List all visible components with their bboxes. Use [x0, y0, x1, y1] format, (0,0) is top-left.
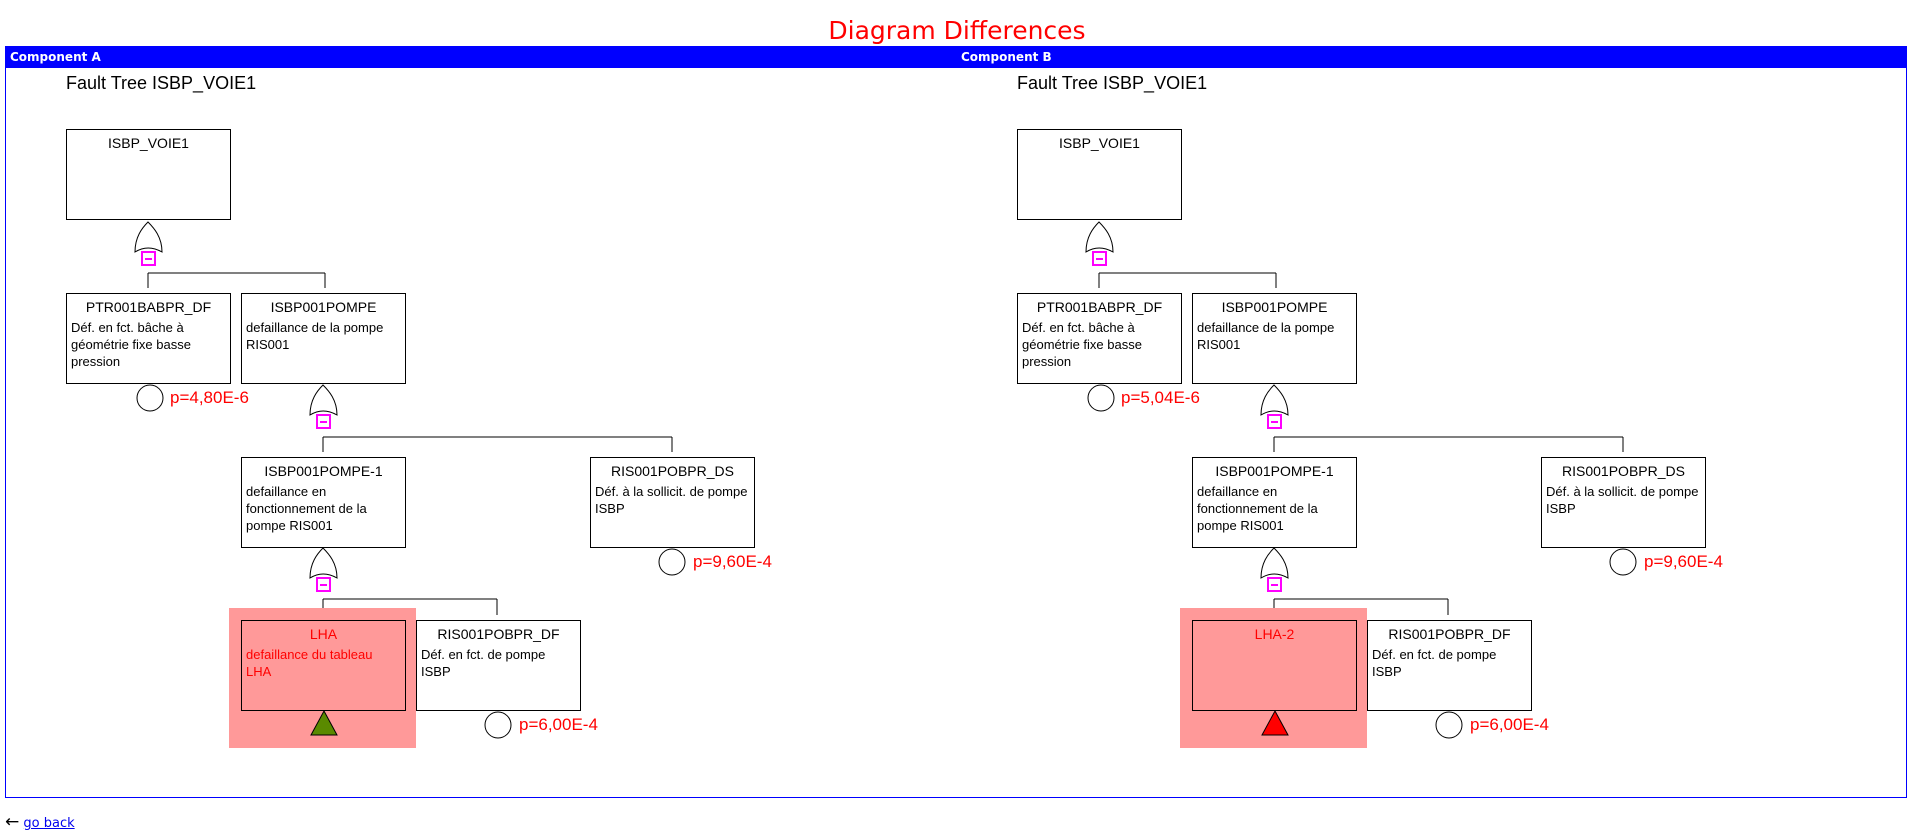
fault-tree-node-ris001pobpr-df[interactable]: RIS001POBPR_DF Déf. en fct. de pompe ISB…	[1367, 620, 1532, 711]
node-name: RIS001POBPR_DS	[1562, 463, 1685, 479]
fault-tree-node-ris001pobpr-ds[interactable]: RIS001POBPR_DS Déf. à la sollicit. de po…	[1541, 457, 1706, 548]
or-gate-icon	[309, 384, 338, 429]
or-gate-icon	[309, 547, 338, 592]
fault-tree-node-isbp001pompe-1[interactable]: ISBP001POMPE-1 defaillance en fonctionne…	[241, 457, 406, 548]
node-name: RIS001POBPR_DF	[437, 626, 560, 642]
basic-event-circle-icon	[1609, 548, 1637, 576]
node-description: Déf. en fct. bâche à géométrie fixe bass…	[1022, 320, 1142, 369]
node-name: PTR001BABPR_DF	[1036, 299, 1163, 315]
basic-event-circle-icon	[1435, 711, 1463, 739]
node-name: ISBP_VOIE1	[108, 135, 189, 151]
node-description: defaillance du tableau LHA	[246, 647, 373, 679]
basic-event-circle-icon	[1087, 384, 1115, 412]
probability-label: p=6,00E-4	[1470, 715, 1549, 734]
basic-event-circle-icon	[658, 548, 686, 576]
node-description: Déf. en fct. bâche à géométrie fixe bass…	[71, 320, 191, 369]
transfer-triangle-icon	[1261, 709, 1289, 736]
fault-tree-node-isbp001pompe[interactable]: ISBP001POMPE defaillance de la pompe RIS…	[241, 293, 406, 384]
fault-tree-title: Fault Tree ISBP_VOIE1	[1017, 73, 1208, 93]
probability-label: p=4,80E-6	[170, 388, 249, 407]
node-name: ISBP001POMPE-1	[1215, 463, 1334, 479]
fault-tree-title: Fault Tree ISBP_VOIE1	[66, 73, 257, 93]
go-back-nav: ← go back	[5, 812, 75, 832]
node-name: PTR001BABPR_DF	[85, 299, 212, 315]
node-name: LHA-2	[1254, 626, 1295, 642]
fault-tree-node-ris001pobpr-ds[interactable]: RIS001POBPR_DS Déf. à la sollicit. de po…	[590, 457, 755, 548]
probability-label: p=9,60E-4	[1644, 552, 1723, 571]
fault-tree-node-ptr001babpr-df[interactable]: PTR001BABPR_DF Déf. en fct. bâche à géom…	[66, 293, 231, 384]
node-name: RIS001POBPR_DF	[1388, 626, 1511, 642]
component-b-header: Component B	[961, 50, 1052, 64]
probability-label: p=6,00E-4	[519, 715, 598, 734]
node-name: ISBP001POMPE-1	[264, 463, 383, 479]
probability-label: p=5,04E-6	[1121, 388, 1200, 407]
fault-tree-node-ris001pobpr-df[interactable]: RIS001POBPR_DF Déf. en fct. de pompe ISB…	[416, 620, 581, 711]
basic-event-circle-icon	[136, 384, 164, 412]
node-description: Déf. en fct. de pompe ISBP	[1372, 647, 1497, 679]
node-name: ISBP001POMPE	[270, 299, 377, 315]
node-name: ISBP001POMPE	[1221, 299, 1328, 315]
fault-tree-node-ptr001babpr-df[interactable]: PTR001BABPR_DF Déf. en fct. bâche à géom…	[1017, 293, 1182, 384]
node-description: defaillance de la pompe RIS001	[246, 320, 384, 352]
page-title: Diagram Differences	[828, 16, 1086, 45]
fault-tree-connectors-a	[134, 221, 686, 739]
fault-tree-node-lha[interactable]: LHA defaillance du tableau LHA	[241, 620, 406, 711]
node-description: defaillance de la pompe RIS001	[1197, 320, 1335, 352]
or-gate-icon	[134, 221, 163, 266]
node-description: Déf. à la sollicit. de pompe ISBP	[1546, 484, 1699, 516]
fault-tree-node-isbp001pompe-1[interactable]: ISBP001POMPE-1 defaillance en fonctionne…	[1192, 457, 1357, 548]
node-name: ISBP_VOIE1	[1059, 135, 1140, 151]
component-a-header: Component A	[10, 50, 101, 64]
node-description: Déf. en fct. de pompe ISBP	[421, 647, 546, 679]
node-description: Déf. à la sollicit. de pompe ISBP	[595, 484, 748, 516]
fault-tree-diagram-b: Fault Tree ISBP_VOIE1 ISBP_VOIE1 PTR001B…	[956, 68, 1906, 797]
go-back-link[interactable]: go back	[23, 816, 75, 831]
component-header-bar	[5, 46, 1907, 68]
node-name: LHA	[309, 626, 338, 642]
fault-tree-diagram-a: Fault Tree ISBP_VOIE1 ISBP_VOIE1 PTR001B…	[5, 68, 955, 797]
fault-tree-connectors-b	[1085, 221, 1637, 739]
or-gate-icon	[1260, 547, 1289, 592]
fault-tree-node-lha-2[interactable]: LHA-2	[1192, 620, 1357, 711]
transfer-triangle-icon	[310, 709, 338, 736]
back-arrow-icon[interactable]: ←	[5, 812, 20, 832]
fault-tree-node-top[interactable]: ISBP_VOIE1	[66, 129, 231, 220]
probability-label: p=9,60E-4	[693, 552, 772, 571]
node-name: RIS001POBPR_DS	[611, 463, 734, 479]
or-gate-icon	[1085, 221, 1114, 266]
or-gate-icon	[1260, 384, 1289, 429]
basic-event-circle-icon	[484, 711, 512, 739]
node-description: defaillance en fonctionnement de la pomp…	[1197, 484, 1318, 533]
fault-tree-node-isbp001pompe[interactable]: ISBP001POMPE defaillance de la pompe RIS…	[1192, 293, 1357, 384]
fault-tree-node-top[interactable]: ISBP_VOIE1	[1017, 129, 1182, 220]
node-description: defaillance en fonctionnement de la pomp…	[246, 484, 367, 533]
